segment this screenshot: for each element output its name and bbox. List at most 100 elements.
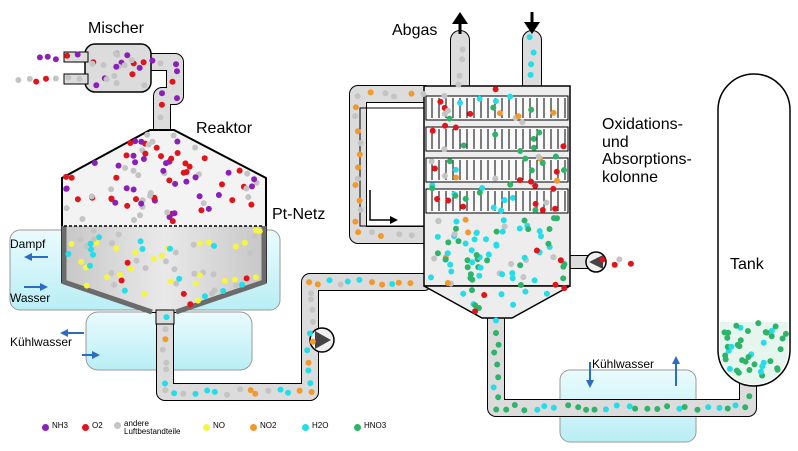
molecule-dot <box>253 227 259 234</box>
molecule-dot <box>158 101 165 108</box>
molecule-dot <box>459 56 466 63</box>
molecule-dot <box>616 256 623 263</box>
molecule-dot <box>174 138 181 145</box>
molecule-dot <box>408 90 415 97</box>
molecule-dot <box>445 107 451 114</box>
molecule-dot <box>428 274 434 281</box>
molecule-dot <box>117 271 123 278</box>
molecule-dot <box>724 405 731 412</box>
storage-tank <box>717 73 791 387</box>
molecule-dot <box>500 217 507 224</box>
molecule-dot <box>201 155 208 162</box>
molecule-dot <box>528 61 535 68</box>
molecule-dot <box>191 270 198 277</box>
molecule-dot <box>132 249 139 256</box>
molecule-dot <box>96 234 102 241</box>
molecule-dot <box>138 138 145 145</box>
molecule-dot <box>74 51 81 58</box>
molecule-dot <box>498 291 505 298</box>
molecule-dot <box>493 241 500 248</box>
molecule-dots <box>15 34 789 414</box>
molecule-dot <box>550 404 557 411</box>
molecule-dot <box>305 367 312 374</box>
molecule-dot <box>201 293 208 300</box>
molecule-dot <box>490 104 497 111</box>
molecule-dot <box>277 386 284 393</box>
molecule-dot <box>237 386 244 393</box>
molecule-dot <box>306 279 313 286</box>
molecule-dot <box>517 282 524 288</box>
molecule-dot <box>171 266 178 273</box>
molecule-dot <box>308 290 315 297</box>
molecule-dot <box>499 228 506 235</box>
molecule-dot <box>173 61 179 68</box>
molecule-dot <box>157 114 164 121</box>
molecule-dot <box>531 277 538 284</box>
molecule-dot <box>477 264 484 271</box>
molecule-dot <box>511 402 518 408</box>
molecule-dot <box>767 358 774 365</box>
molecule-dot <box>546 226 553 232</box>
molecule-dot <box>204 387 211 394</box>
molecule-dot <box>510 301 517 308</box>
molecule-dot <box>768 333 775 340</box>
molecule-dot <box>464 257 471 264</box>
molecule-dot <box>150 255 157 262</box>
molecule-dot <box>498 207 505 214</box>
molecule-dot <box>464 264 471 271</box>
molecule-dot <box>575 404 582 411</box>
molecule-dot <box>231 276 238 283</box>
molecule-dot <box>751 361 758 368</box>
molecule-dot <box>133 196 139 203</box>
molecule-dot <box>163 359 170 366</box>
molecule-dot <box>159 346 166 353</box>
molecule-dot <box>124 202 131 209</box>
molecule-dot <box>472 308 479 315</box>
molecule-dot <box>543 199 550 206</box>
molecule-dot <box>162 326 169 333</box>
legend-swatch <box>42 424 49 431</box>
molecule-dot <box>534 406 541 413</box>
molecule-dot <box>128 57 135 64</box>
molecule-dot <box>167 245 173 252</box>
molecule-dot <box>33 78 40 85</box>
molecule-dot <box>123 185 130 192</box>
molecule-dot <box>308 389 315 395</box>
water-label: Wasser <box>10 291 51 305</box>
molecule-dot <box>391 93 397 100</box>
molecule-dot <box>355 164 362 171</box>
molecule-dot <box>205 205 212 212</box>
molecule-dot <box>68 174 75 181</box>
tank-label: Tank <box>730 256 764 273</box>
molecule-dot <box>139 246 146 252</box>
molecule-dot <box>164 209 171 216</box>
molecule-dot <box>211 242 217 249</box>
molecule-dot <box>493 317 499 324</box>
molecule-dot <box>471 236 478 243</box>
molecule-dot <box>90 228 97 234</box>
molecule-dot <box>453 218 460 225</box>
molecule-dot <box>232 282 239 289</box>
molecule-dot <box>121 287 128 294</box>
molecule-dot <box>172 249 179 256</box>
molecule-dot <box>190 241 197 248</box>
molecule-dot <box>65 251 72 257</box>
molecule-dot <box>772 323 779 330</box>
molecule-dot <box>539 207 546 213</box>
molecule-dot <box>132 159 139 166</box>
molecule-dot <box>180 290 187 297</box>
molecule-dot <box>309 318 316 325</box>
molecule-dot <box>420 91 427 97</box>
mixer-label: Mischer <box>88 20 145 37</box>
molecule-dot <box>149 57 156 64</box>
molecule-dot <box>163 314 170 321</box>
cooling-arrows <box>24 253 680 388</box>
molecule-dot <box>229 197 236 204</box>
molecule-dot <box>491 349 498 356</box>
legend-item: O2 <box>82 421 103 431</box>
molecule-dot <box>369 229 375 236</box>
exhaust-label: Abgas <box>392 22 438 39</box>
molecule-dot <box>195 297 201 304</box>
legend-label: O2 <box>92 421 103 430</box>
molecule-dot <box>88 193 95 200</box>
